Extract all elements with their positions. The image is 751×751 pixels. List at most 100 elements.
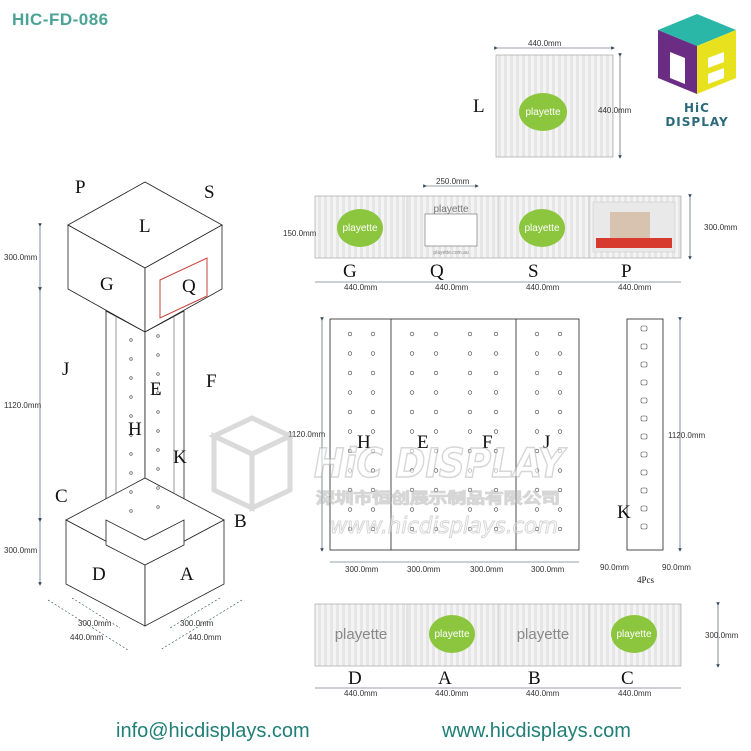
peg-hole — [534, 409, 540, 415]
peg-hole — [433, 468, 439, 473]
contact-email[interactable]: info@hicdisplays.com — [116, 720, 310, 742]
peg-hole — [534, 507, 540, 512]
header-width-s: 440.0mm — [526, 283, 560, 292]
base-label-b: B — [528, 668, 541, 689]
iso-label-f: F — [206, 371, 217, 392]
column-width-h: 300.0mm — [345, 565, 379, 574]
column-width-f: 300.0mm — [470, 565, 504, 574]
peg-hole — [433, 370, 439, 376]
iso-peg-hole — [156, 391, 160, 395]
peg-hole — [370, 526, 376, 532]
peg-hole — [347, 507, 353, 512]
column-width-j: 300.0mm — [531, 565, 565, 574]
column-label-j: J — [543, 432, 550, 453]
column-width-e: 300.0mm — [407, 565, 441, 574]
peg-hole — [409, 526, 415, 532]
iso-base-right-face — [144, 519, 225, 627]
header-label-p: P — [621, 261, 632, 282]
top-panel-l: playette — [495, 54, 614, 158]
header-s-logo: playette — [524, 223, 559, 234]
iso-dim-top-height: 300.0mm — [4, 253, 38, 262]
peg-hole — [557, 507, 563, 512]
peg-hole — [534, 487, 540, 493]
base-strip: playette playette playette playette — [314, 603, 682, 667]
iso-label-d: D — [92, 564, 106, 585]
iso-peg-hole — [129, 357, 133, 361]
peg-hole — [493, 429, 499, 434]
peg-hole — [557, 468, 563, 473]
peg-hole — [433, 526, 439, 532]
header-q-logo: playette — [433, 204, 468, 215]
peg-hole — [493, 351, 499, 356]
top-panel-width: 440.0mm — [528, 39, 562, 48]
peg-hole — [557, 331, 563, 337]
watermark-company: 深圳市恒创展示制品有限公司 — [316, 489, 560, 507]
slot-hole — [640, 397, 648, 404]
watermark-url: www.hicdisplays.com — [330, 514, 558, 539]
peg-hole — [370, 409, 376, 415]
base-a-logo: playette — [434, 629, 469, 640]
peg-hole — [409, 351, 415, 356]
header-window-height: 150.0mm — [283, 229, 317, 238]
peg-hole — [370, 487, 376, 493]
slot-hole — [640, 433, 648, 440]
slot-hole — [640, 451, 648, 458]
header-strip-height: 300.0mm — [704, 223, 738, 232]
peg-hole — [467, 487, 473, 493]
peg-hole — [557, 448, 563, 454]
peg-hole — [467, 409, 473, 415]
peg-hole — [534, 468, 540, 473]
base-width-d: 440.0mm — [344, 689, 378, 698]
iso-peg-hole — [156, 410, 160, 414]
column-label-f: F — [482, 432, 493, 453]
header-label-s: S — [528, 261, 539, 282]
peg-hole — [347, 370, 353, 376]
peg-hole — [347, 351, 353, 356]
side-panel-height: 1120.0mm — [668, 431, 706, 440]
iso-peg-hole — [129, 376, 133, 380]
peg-hole — [493, 526, 499, 532]
iso-peg-hole — [156, 505, 160, 509]
iso-label-e: E — [150, 379, 162, 400]
top-panel-label: L — [473, 96, 485, 117]
peg-hole — [409, 409, 415, 415]
peg-hole — [370, 468, 376, 473]
peg-hole — [347, 526, 353, 532]
peg-hole — [370, 351, 376, 356]
column-label-e: E — [417, 432, 429, 453]
iso-label-l: L — [139, 216, 151, 237]
top-panel-height: 440.0mm — [598, 106, 632, 115]
base-strip-height: 300.0mm — [705, 631, 739, 640]
iso-label-j: J — [62, 359, 69, 380]
peg-hole — [467, 390, 473, 395]
iso-dim-base-left-inner: 300.0mm — [78, 619, 112, 628]
base-label-c: C — [621, 668, 634, 689]
peg-hole — [370, 448, 376, 454]
peg-hole — [347, 390, 353, 395]
slot-hole — [640, 415, 648, 422]
base-b-logo: playette — [517, 626, 570, 643]
peg-hole — [433, 429, 439, 434]
column-label-h: H — [357, 432, 371, 453]
iso-peg-hole — [156, 334, 160, 338]
iso-label-c: C — [55, 486, 68, 507]
base-label-a: A — [438, 668, 452, 689]
watermark: HiC DISPLAY 深圳市恒创展示制品有限公司 www.hicdisplay… — [208, 415, 568, 540]
side-panel-label: K — [617, 502, 631, 523]
hic-logo-text: HiC DISPLAY — [665, 101, 729, 129]
slot-hole — [640, 523, 648, 530]
peg-hole — [557, 409, 563, 415]
peg-hole — [467, 448, 473, 454]
iso-peg-holes — [129, 334, 160, 513]
iso-peg-hole — [156, 467, 160, 471]
iso-label-g: G — [100, 274, 114, 295]
base-d-logo: playette — [335, 626, 388, 643]
iso-peg-hole — [129, 433, 133, 437]
iso-peg-hole — [156, 372, 160, 376]
playette-logo-circle — [519, 93, 567, 131]
peg-hole — [467, 507, 473, 512]
contact-website[interactable]: www.hicdisplays.com — [442, 720, 631, 742]
header-label-g: G — [343, 261, 357, 282]
peg-hole — [409, 468, 415, 473]
